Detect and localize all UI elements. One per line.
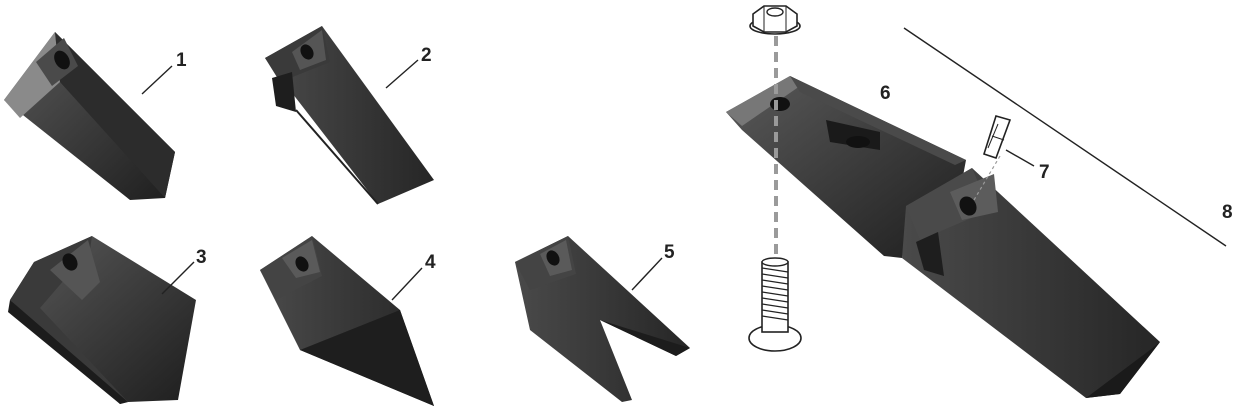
leader-7 <box>1005 149 1035 167</box>
callout-8: 8 <box>1222 202 1233 223</box>
callout-4: 4 <box>425 252 436 273</box>
nut-icon <box>749 5 801 35</box>
tooth-part-5 <box>515 236 690 402</box>
leader-lines <box>141 27 1227 301</box>
tooth-part-3 <box>8 236 196 404</box>
leader-4 <box>391 267 423 301</box>
pin-icon <box>983 115 1012 160</box>
bolt-icon <box>748 257 802 352</box>
leader-5 <box>631 257 663 291</box>
tooth-part-2 <box>265 26 434 205</box>
callout-7: 7 <box>1039 162 1050 183</box>
leader-3 <box>161 261 195 295</box>
leader-8 <box>903 27 1227 247</box>
leader-1 <box>141 65 173 95</box>
tooth-assembly <box>902 168 1160 398</box>
callout-5: 5 <box>664 242 675 263</box>
tooth-part-4 <box>260 236 434 406</box>
callout-3: 3 <box>196 247 207 268</box>
callout-1: 1 <box>176 50 187 71</box>
tooth-part-1 <box>4 32 175 200</box>
leader-2 <box>385 59 419 89</box>
callout-2: 2 <box>421 45 432 66</box>
callout-6: 6 <box>880 83 891 104</box>
assembly-axis-pin <box>973 155 1001 201</box>
